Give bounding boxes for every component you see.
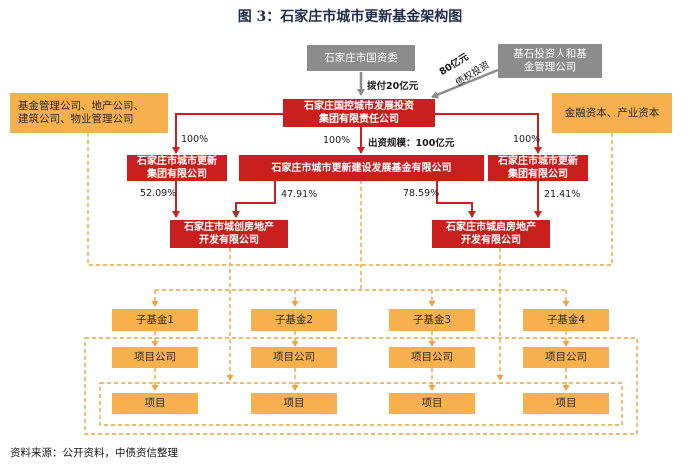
project-1: 项目 [112, 393, 198, 414]
arrow-group-renew-left [172, 113, 283, 154]
gray-arrows [357, 68, 499, 99]
source-note: 资料来源：公开资料，中债资信整理 [10, 447, 178, 459]
project-2: 项目 [251, 393, 337, 414]
project-company-1: 项目公司 [112, 347, 198, 368]
subfund-1: 子基金1 [112, 309, 198, 331]
project-4: 项目 [523, 393, 609, 414]
project-company-frame [84, 337, 638, 435]
orange-dashed-flows [84, 133, 638, 435]
arrow-fund-chuangfang [232, 180, 276, 218]
arrow-fund-qifang [436, 180, 476, 218]
pct-4791-label: 47.91% [281, 189, 318, 200]
renewal-group-left-node: 石家庄市城市更新 集团有限公司 [127, 155, 227, 181]
group-node: 石家庄国控城市发展投资 集团有限责任公司 [283, 99, 435, 127]
arrow-group-renew-right [435, 113, 542, 154]
subfund-4: 子基金4 [523, 309, 609, 331]
subfund-2: 子基金2 [251, 309, 337, 331]
renewal-fund-node: 石家庄市城市更新建设发展基金有限公司 [239, 155, 484, 181]
pct-5209-label: 52.09% [140, 188, 177, 199]
pct-mid-label: 100% [323, 135, 351, 146]
qifang-node: 石家庄市城启房地产 开发有限公司 [432, 220, 550, 248]
allot-label: 拨付20亿元 [367, 81, 419, 92]
page-title: 图 3：石家庄市城市更新基金架构图 [237, 9, 463, 25]
red-arrows [172, 113, 542, 218]
finance-capital-node: 金融资本、产业资本 [552, 93, 672, 133]
project-company-3: 项目公司 [389, 347, 475, 368]
sasac-node: 石家庄市国资委 [307, 45, 415, 71]
jishi-investor-node: 基石投资人和基 金管理公司 [498, 44, 602, 78]
pct-7859-label: 78.59% [403, 188, 440, 199]
pct-right-label: 100% [513, 134, 541, 145]
arrow-jishi-group [431, 68, 499, 99]
dash-mgmt-down [87, 133, 612, 266]
project-company-2: 项目公司 [251, 347, 337, 368]
project-frame [99, 382, 623, 426]
fund-scale-label: 出资规模：100亿元 [368, 138, 455, 149]
project-company-4: 项目公司 [523, 347, 609, 368]
management-companies-node: 基金管理公司、地产公司、 建筑公司、物业管理公司 [10, 93, 168, 133]
pct-2141-label: 21.41% [544, 189, 581, 200]
pct-left-label: 100% [181, 134, 209, 145]
subfund-3: 子基金3 [389, 309, 475, 331]
project-3: 项目 [389, 393, 475, 414]
renewal-group-right-node: 石家庄市城市更新 集团有限公司 [488, 155, 588, 181]
chuangfang-node: 石家庄市城创房地产 开发有限公司 [170, 220, 288, 248]
